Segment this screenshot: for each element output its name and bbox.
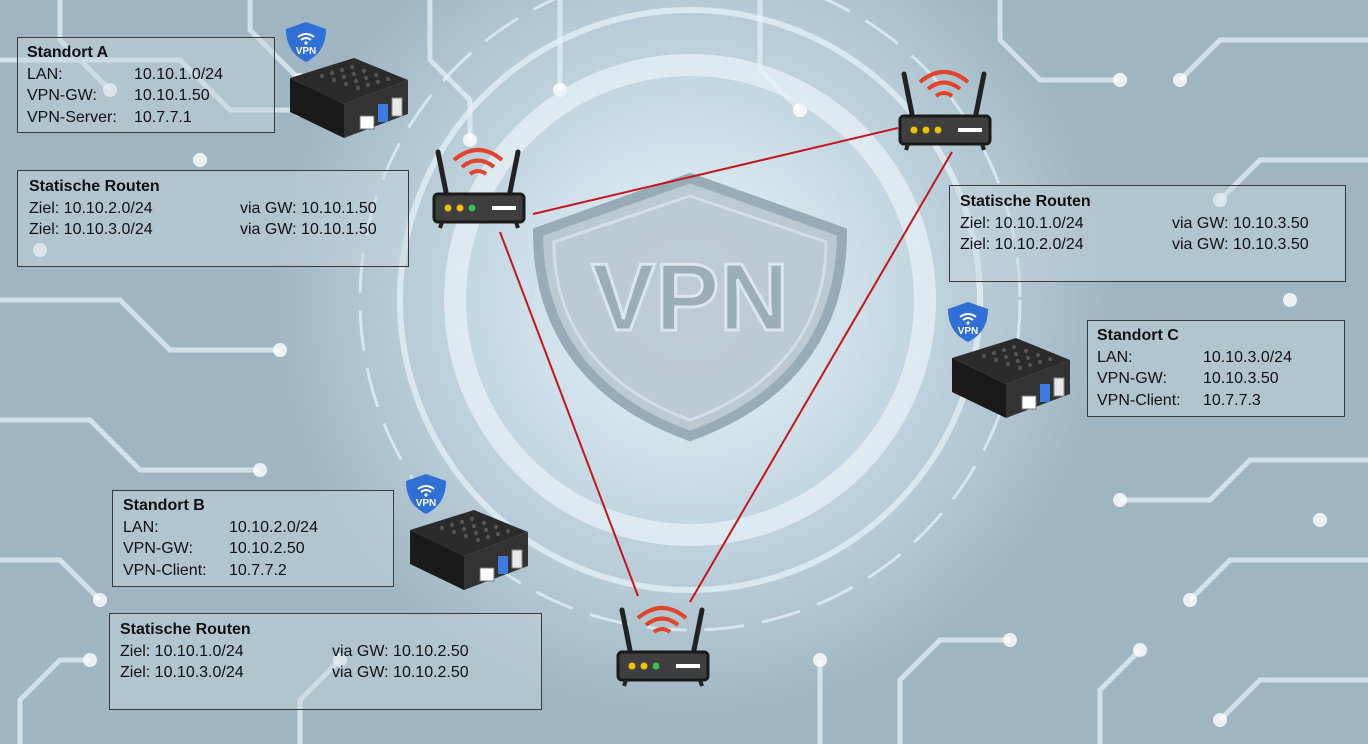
site-a-gw-row: VPN-GW: 10.10.1.50 — [27, 85, 265, 107]
vpn-device-b: VPN — [402, 472, 532, 595]
row-value: 10.7.7.2 — [229, 561, 287, 579]
routes-b-box: Statische Routen Ziel: 10.10.1.0/24 via G… — [109, 613, 542, 710]
mini-computer-icon — [410, 510, 528, 590]
site-a-vpn-row: VPN-Server: 10.7.7.1 — [27, 107, 265, 129]
routes-c-box: Statische Routen Ziel: 10.10.1.0/24 via G… — [949, 185, 1346, 282]
vpn-watermark: VPN — [591, 244, 788, 351]
route-target: Ziel: 10.10.1.0/24 — [120, 642, 244, 660]
routes-b-title: Statische Routen — [120, 621, 251, 638]
route-via: via GW: 10.10.2.50 — [332, 642, 469, 660]
router-c — [896, 62, 996, 157]
vpn-shield-icon: VPN — [286, 22, 326, 62]
route-target: Ziel: 10.10.3.0/24 — [29, 221, 153, 238]
row-label: VPN-Server: — [27, 108, 117, 126]
routes-a-box: Statische Routen Ziel: 10.10.2.0/24 via G… — [17, 170, 409, 267]
site-a-lan-row: LAN: 10.10.1.0/24 — [27, 64, 265, 86]
shield-label: VPN — [296, 46, 317, 57]
row-value: 10.7.7.1 — [134, 108, 192, 126]
route-row: Ziel: 10.10.2.0/24 via GW: 10.10.3.50 — [960, 234, 1336, 256]
vpn-device-c: VPN — [944, 300, 1074, 423]
site-b-gw-row: VPN-GW: 10.10.2.50 — [123, 538, 384, 560]
row-value: 10.7.7.3 — [1203, 391, 1261, 409]
route-row: Ziel: 10.10.3.0/24 via GW: 10.10.2.50 — [120, 662, 532, 684]
row-value: 10.10.2.0/24 — [229, 518, 318, 536]
site-c-gw-row: VPN-GW: 10.10.3.50 — [1097, 368, 1335, 390]
site-c-lan-row: LAN: 10.10.3.0/24 — [1097, 347, 1335, 369]
router-a — [430, 140, 530, 235]
route-row: Ziel: 10.10.1.0/24 via GW: 10.10.3.50 — [960, 213, 1336, 235]
route-row: Ziel: 10.10.1.0/24 via GW: 10.10.2.50 — [120, 641, 532, 663]
site-b-vpn-row: VPN-Client: 10.7.7.2 — [123, 560, 384, 582]
site-c-vpn-row: VPN-Client: 10.7.7.3 — [1097, 390, 1335, 412]
routes-c-title: Statische Routen — [960, 193, 1091, 210]
shield-label: VPN — [958, 326, 979, 337]
row-label: VPN-GW: — [27, 87, 97, 104]
route-target: Ziel: 10.10.2.0/24 — [960, 236, 1084, 253]
route-target: Ziel: 10.10.3.0/24 — [120, 664, 244, 681]
route-via: via GW: 10.10.1.50 — [240, 199, 377, 217]
route-via: via GW: 10.10.2.50 — [332, 664, 469, 681]
vpn-shield-icon: VPN — [948, 302, 988, 342]
row-value: 10.10.2.50 — [229, 540, 305, 557]
route-via: via GW: 10.10.3.50 — [1172, 236, 1309, 253]
row-label: VPN-Client: — [1097, 391, 1181, 409]
row-value: 10.10.1.0/24 — [134, 65, 223, 83]
vpn-shield-icon: VPN — [406, 474, 446, 514]
row-value: 10.10.1.50 — [134, 87, 210, 104]
site-a-title: Standort A — [27, 44, 109, 61]
wifi-router-icon — [432, 148, 526, 229]
site-c-box: Standort C LAN: 10.10.3.0/24 VPN-GW: 10.10… — [1087, 320, 1345, 417]
site-b-title: Standort B — [123, 497, 205, 514]
site-b-lan-row: LAN: 10.10.2.0/24 — [123, 517, 384, 539]
shield-label: VPN — [416, 498, 437, 509]
route-row: Ziel: 10.10.2.0/24 via GW: 10.10.1.50 — [29, 198, 399, 220]
site-c-title: Standort C — [1097, 327, 1179, 344]
row-label: LAN: — [27, 65, 63, 83]
routes-a-title: Statische Routen — [29, 178, 160, 195]
row-label: VPN-GW: — [123, 540, 193, 557]
site-a-box: Standort A LAN: 10.10.1.0/24 VPN-GW: 10.10… — [17, 37, 275, 133]
route-target: Ziel: 10.10.2.0/24 — [29, 199, 153, 217]
wifi-router-icon — [616, 606, 710, 687]
wifi-router-icon — [898, 70, 992, 151]
route-target: Ziel: 10.10.1.0/24 — [960, 214, 1084, 232]
router-b — [614, 598, 714, 693]
route-via: via GW: 10.10.3.50 — [1172, 214, 1309, 232]
row-label: LAN: — [1097, 348, 1133, 366]
row-label: VPN-Client: — [123, 561, 207, 579]
route-row: Ziel: 10.10.3.0/24 via GW: 10.10.1.50 — [29, 219, 399, 241]
row-value: 10.10.3.0/24 — [1203, 348, 1292, 366]
mini-computer-icon — [290, 58, 408, 138]
mini-computer-icon — [952, 338, 1070, 418]
vpn-device-a: VPN — [282, 20, 412, 143]
row-label: LAN: — [123, 518, 159, 536]
row-label: VPN-GW: — [1097, 370, 1167, 387]
route-via: via GW: 10.10.1.50 — [240, 221, 377, 238]
row-value: 10.10.3.50 — [1203, 370, 1279, 387]
site-b-box: Standort B LAN: 10.10.2.0/24 VPN-GW: 10.10… — [112, 490, 394, 587]
